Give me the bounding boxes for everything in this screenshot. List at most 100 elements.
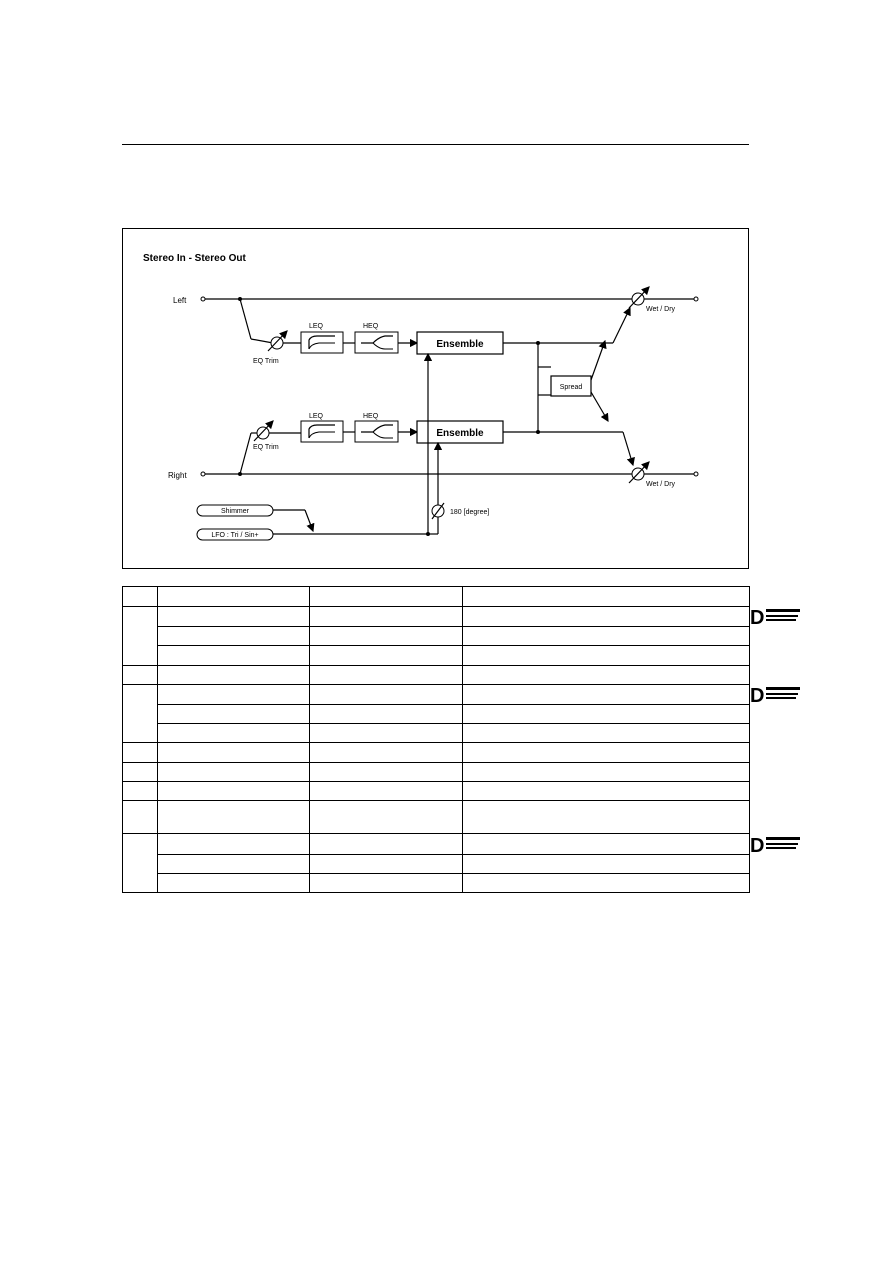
table-cell bbox=[122, 781, 158, 802]
output-right-terminal bbox=[693, 471, 699, 477]
table-row bbox=[123, 872, 750, 894]
table-cell bbox=[462, 645, 750, 666]
table-cell bbox=[309, 606, 463, 628]
eq-trim-left-icon bbox=[267, 330, 288, 352]
table-cell bbox=[122, 741, 158, 764]
leq-left-label: LEQ bbox=[309, 323, 324, 330]
table-cell bbox=[462, 741, 750, 764]
table-cell bbox=[157, 585, 310, 608]
table-cell bbox=[309, 853, 463, 874]
spread-label: Spread bbox=[560, 384, 583, 391]
table-cell bbox=[309, 703, 463, 724]
heq-left-icon bbox=[354, 331, 399, 354]
table-row bbox=[123, 645, 750, 666]
table-row bbox=[123, 703, 750, 724]
table-cell bbox=[462, 585, 750, 608]
table-cell bbox=[157, 832, 310, 855]
table-cell bbox=[122, 585, 158, 608]
table-cell bbox=[157, 853, 310, 874]
spread-out-upper-arrow bbox=[590, 339, 607, 381]
table-cell bbox=[157, 781, 310, 802]
svg-text:D: D bbox=[750, 685, 764, 706]
table-cell bbox=[122, 762, 158, 783]
table-cell bbox=[462, 683, 750, 705]
table-row bbox=[122, 781, 750, 802]
left-to-trim-line bbox=[250, 338, 274, 344]
lfo-label: LFO : Tri / Sin+ bbox=[211, 532, 258, 539]
table-cell bbox=[309, 645, 463, 666]
table-cell bbox=[462, 664, 750, 685]
table-cell bbox=[462, 703, 750, 724]
table-cell bbox=[157, 800, 310, 834]
table-cell bbox=[122, 664, 158, 685]
table-row bbox=[122, 832, 750, 894]
table-cell bbox=[309, 762, 463, 783]
output-left-terminal bbox=[693, 296, 699, 302]
input-left-terminal bbox=[200, 296, 206, 302]
table-cell bbox=[462, 800, 750, 834]
right-wet-to-mix-arrow bbox=[622, 431, 635, 467]
heq-right-icon bbox=[354, 420, 399, 443]
table-row bbox=[123, 626, 750, 647]
table-row bbox=[122, 762, 750, 783]
table-cell bbox=[157, 626, 310, 647]
table-cell bbox=[157, 722, 310, 744]
table-cell bbox=[309, 585, 463, 608]
table-cell bbox=[462, 722, 750, 744]
table-cell bbox=[157, 664, 310, 685]
input-left-label: Left bbox=[173, 296, 187, 305]
parameter-table bbox=[122, 585, 750, 894]
table-cell bbox=[122, 683, 158, 744]
table-cell bbox=[309, 800, 463, 834]
dmod-source-icon: D bbox=[750, 685, 800, 706]
table-cell bbox=[309, 664, 463, 685]
heq-left-label: HEQ bbox=[363, 323, 379, 330]
table-cell bbox=[309, 741, 463, 764]
table-cell bbox=[462, 872, 750, 894]
diagram-canvas: Stereo In - Stereo Out Left EQ Trim LEQ … bbox=[143, 253, 699, 541]
table-cell bbox=[462, 606, 750, 628]
table-cell bbox=[462, 853, 750, 874]
table-row bbox=[122, 585, 750, 608]
table-row bbox=[122, 741, 750, 764]
table-cell bbox=[462, 762, 750, 783]
table-cell bbox=[122, 832, 158, 894]
input-right-label: Right bbox=[168, 471, 187, 480]
ensemble-right-label: Ensemble bbox=[436, 428, 484, 439]
shimmer-to-lfo-arrow bbox=[304, 509, 315, 533]
table-cell bbox=[157, 741, 310, 764]
left-wet-to-mix-arrow bbox=[612, 306, 631, 344]
table-row bbox=[122, 664, 750, 685]
header-rule bbox=[122, 144, 749, 145]
svg-text:D: D bbox=[750, 607, 764, 628]
table-row bbox=[123, 722, 750, 744]
table-cell bbox=[309, 832, 463, 855]
shimmer-label: Shimmer bbox=[221, 508, 250, 515]
leq-right-label: LEQ bbox=[309, 413, 324, 420]
spread-box bbox=[550, 375, 592, 397]
heq-right-label: HEQ bbox=[363, 413, 379, 420]
table-cell bbox=[462, 832, 750, 855]
dmod-source-icon: D bbox=[750, 835, 800, 856]
signal-flow-diagram: Stereo In - Stereo Out Left EQ Trim LEQ … bbox=[122, 228, 749, 569]
svg-text:D: D bbox=[750, 835, 764, 856]
leq-left-icon bbox=[300, 331, 344, 354]
wet-dry-right-icon bbox=[628, 461, 650, 484]
right-split-node bbox=[238, 472, 242, 476]
table-cell bbox=[157, 872, 310, 894]
table-cell bbox=[309, 722, 463, 744]
table-cell bbox=[309, 626, 463, 647]
spread-out-lower-arrow bbox=[590, 391, 609, 423]
table-cell bbox=[309, 872, 463, 894]
table-cell bbox=[309, 781, 463, 802]
table-row bbox=[122, 683, 750, 744]
right-wet-node bbox=[536, 430, 540, 434]
wet-dry-left-label: Wet / Dry bbox=[646, 306, 676, 313]
left-tap-line bbox=[239, 298, 252, 340]
wet-dry-right-label: Wet / Dry bbox=[646, 481, 676, 488]
phase-label: 180 [degree] bbox=[450, 509, 489, 516]
eq-trim-right-icon bbox=[253, 420, 274, 442]
table-cell bbox=[157, 683, 310, 705]
phase-shift-icon bbox=[431, 502, 445, 520]
table-cell bbox=[157, 606, 310, 628]
